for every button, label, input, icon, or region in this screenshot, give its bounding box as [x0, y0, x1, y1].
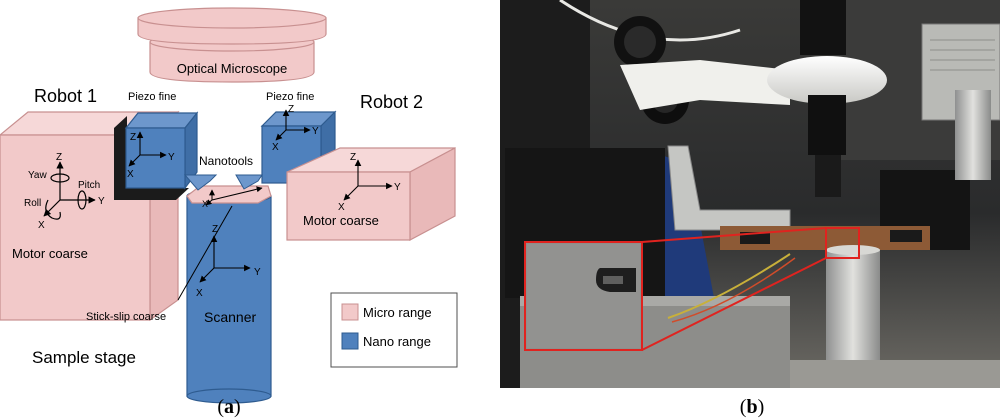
- panel-a: Optical Microscope Motor coarse Z Yaw Pi…: [0, 7, 458, 418]
- pitch-rotation-icon: [77, 190, 87, 210]
- yaw-rotation-icon: [50, 173, 70, 183]
- scanner-x-label: X: [196, 288, 203, 299]
- motor-coarse-right-block: Motor coarse Z Y X: [286, 147, 456, 241]
- stick-slip-x-label: X: [202, 199, 208, 209]
- stick-slip-plate: X Stick-slip coarse: [86, 185, 272, 323]
- piezo-fine-left: Piezo fine Z Y X: [114, 91, 199, 200]
- robot1-axes: [43, 161, 96, 220]
- motor-coarse-left-label: Motor coarse: [12, 246, 88, 261]
- robot1-y-label: Y: [98, 196, 105, 207]
- zoom-line-bottom: [641, 257, 827, 351]
- zoom-region-box: [825, 227, 860, 259]
- robot1-pitch-label: Pitch: [78, 180, 100, 191]
- roll-rotation-icon: [45, 199, 61, 220]
- robot2-label: Robot 2: [360, 92, 423, 112]
- piezo-fine-right: Piezo fine Z Y X: [260, 91, 337, 185]
- piezo-left-y-label: Y: [168, 152, 175, 163]
- piezo-fine-left-label: Piezo fine: [128, 91, 176, 103]
- piezo-left-x-label: X: [127, 169, 134, 180]
- piezo-fine-right-label: Piezo fine: [266, 91, 314, 103]
- legend-micro-label: Micro range: [363, 305, 432, 320]
- legend: Micro range Nano range: [330, 292, 458, 368]
- scanner-y-label: Y: [254, 267, 261, 278]
- stick-slip-leader-line: [177, 205, 233, 301]
- legend-micro-swatch: [341, 303, 359, 321]
- motor-coarse-right-label: Motor coarse: [303, 213, 379, 228]
- scanner-label: Scanner: [204, 309, 256, 325]
- caption-a: (a): [217, 396, 240, 418]
- piezo-left-z-label: Z: [130, 132, 136, 143]
- piezo-right-z-label: Z: [288, 104, 294, 115]
- robot2-x-label: X: [338, 202, 345, 213]
- nanotools-label: Nanotools: [199, 154, 253, 168]
- panel-b-photo: (b): [500, 0, 1000, 418]
- piezo-right-y-label: Y: [312, 126, 319, 137]
- legend-nano-swatch: [341, 332, 359, 350]
- caption-b: (b): [740, 396, 764, 418]
- robot1-x-label: X: [38, 220, 45, 231]
- robot1-yaw-label: Yaw: [28, 170, 47, 181]
- robot1-roll-label: Roll: [24, 198, 41, 209]
- legend-nano-label: Nano range: [363, 334, 431, 349]
- zoom-inset: [524, 241, 643, 351]
- nanotools: Nanotools: [183, 154, 263, 191]
- scanner: Z Y X Scanner: [186, 188, 272, 404]
- stick-slip-label: Stick-slip coarse: [86, 311, 166, 323]
- piezo-right-x-label: X: [272, 142, 279, 153]
- robot2-y-label: Y: [394, 182, 401, 193]
- robot1-z-label: Z: [56, 152, 62, 163]
- robot2-z-label: Z: [350, 152, 356, 163]
- sample-stage-label: Sample stage: [32, 348, 136, 367]
- optical-microscope: Optical Microscope: [137, 7, 327, 83]
- optical-microscope-label: Optical Microscope: [177, 61, 288, 76]
- zoom-line-top: [641, 227, 827, 243]
- scanner-z-label: Z: [212, 224, 218, 235]
- robot1-label: Robot 1: [34, 86, 97, 106]
